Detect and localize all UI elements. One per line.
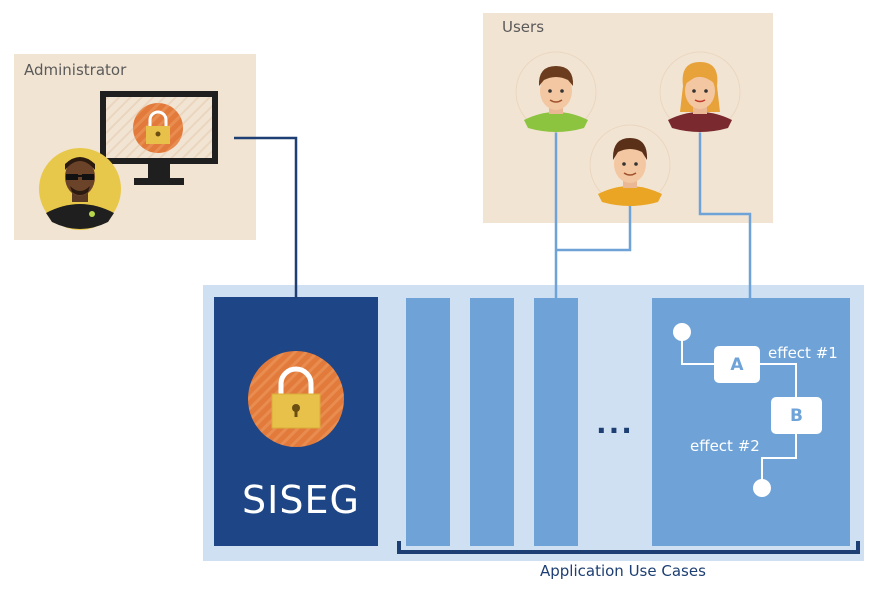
siseg-title: SISEG	[242, 478, 360, 522]
user-avatar-icon	[589, 124, 671, 206]
effect-2-label: effect #2	[690, 437, 760, 455]
user-avatar-icon	[515, 51, 597, 133]
lock-icon	[248, 351, 344, 447]
use-case-node-a[interactable]: A	[714, 346, 760, 383]
admin-avatar-icon	[39, 148, 121, 230]
more-use-cases-ellipsis: ...	[596, 407, 634, 440]
effect-1-label: effect #1	[768, 344, 838, 362]
use-case-node-b[interactable]: B	[771, 397, 822, 434]
users-label: Users	[502, 18, 545, 36]
administrator-label: Administrator	[24, 61, 127, 79]
admin-connector	[234, 136, 298, 298]
use-cases-bracket	[397, 541, 860, 554]
user-connectors	[554, 125, 752, 298]
monitor-icon	[100, 91, 218, 185]
use-case-column-3[interactable]	[534, 298, 578, 546]
user-avatar-icon	[659, 51, 741, 133]
use-case-column-1[interactable]	[406, 298, 450, 546]
application-use-cases-caption: Application Use Cases	[540, 562, 706, 580]
use-case-column-2[interactable]	[470, 298, 514, 546]
use-case-flow	[673, 323, 797, 497]
